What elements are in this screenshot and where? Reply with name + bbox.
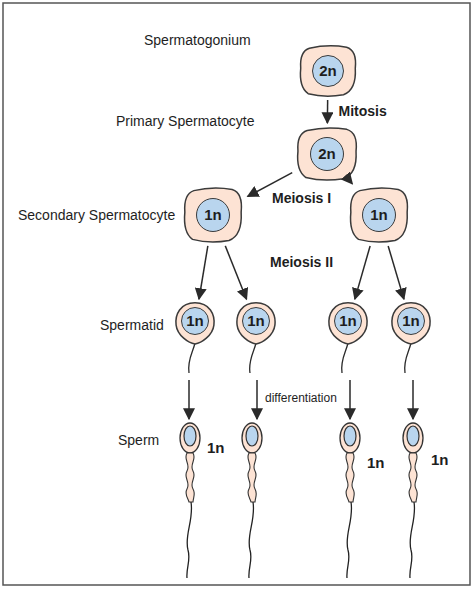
ploidy-label: 1n: [339, 313, 357, 329]
cell-membrane: [329, 303, 367, 344]
ploidy-label: 2n: [319, 63, 337, 79]
cell-nucleus: 1n: [196, 198, 230, 232]
arrow-connector: [388, 246, 404, 299]
ploidy-label: 1n: [370, 207, 388, 223]
ploidy-label: 1n: [247, 313, 265, 329]
ploidy-label: 1n: [431, 452, 449, 468]
cell-nucleus: 2n: [312, 55, 344, 87]
cell-membrane: [176, 303, 214, 344]
stage-label: Primary Spermatocyte: [116, 113, 254, 129]
differentiation-arrow: [188, 380, 190, 419]
spermatid-cell: 1n: [390, 302, 432, 344]
cell-nucleus: 1n: [334, 307, 362, 335]
cell-membrane: [237, 303, 275, 344]
ploidy-label: 1n: [204, 207, 222, 223]
spermatid-cell: 1n: [174, 302, 216, 344]
spermatogonium-cell: 2n: [297, 44, 359, 98]
differentiation-arrow: [349, 380, 351, 419]
spermatid-tail: [250, 343, 256, 373]
differentiation-arrow: [412, 380, 414, 419]
stage-label: Spermatogonium: [144, 32, 251, 48]
arrow-connector: [351, 183, 353, 185]
spermatid-cell: 1n: [327, 302, 369, 344]
process-label: Meiosis I: [272, 190, 331, 206]
spermatid-cell: 1n: [235, 302, 277, 344]
secondary-spermatocyte-cell: 1n: [181, 186, 245, 244]
cell-membrane: [298, 128, 357, 180]
cell-nucleus: 1n: [181, 307, 209, 335]
differentiation-arrow: [256, 380, 258, 419]
cell-nucleus: 2n: [310, 137, 344, 171]
secondary-spermatocyte-cell: 1n: [347, 186, 411, 244]
sperm-cell: [180, 423, 200, 578]
cell-membrane: [351, 188, 408, 242]
spermatid-tail: [342, 343, 348, 373]
process-label: Meiosis II: [270, 254, 333, 270]
cell-membrane: [300, 46, 355, 96]
frame-border: [3, 3, 470, 585]
sperm-cell: [242, 423, 262, 578]
spermatid-tail: [189, 343, 195, 373]
ploidy-label: 1n: [186, 313, 204, 329]
arrow-connector: [355, 246, 370, 299]
cell-nucleus: 1n: [242, 307, 270, 335]
arrow-connector: [199, 246, 208, 299]
cell-nucleus: 1n: [397, 307, 425, 335]
process-label: differentiation: [265, 390, 337, 406]
arrow-connector: [327, 100, 329, 123]
sperm-cell: [403, 423, 423, 578]
stage-label: Secondary Spermatocyte: [18, 207, 175, 223]
cell-membrane: [392, 303, 430, 344]
edge-label: Mitosis: [339, 103, 387, 119]
ploidy-label: 1n: [207, 440, 225, 456]
arrow-connector: [225, 246, 246, 299]
cell-nucleus: 1n: [362, 198, 396, 232]
sperm-cell: [340, 423, 360, 578]
spermatid-tail: [405, 343, 411, 373]
primary-spermatocyte-cell: 2n: [294, 126, 360, 182]
stage-label: Sperm: [118, 432, 159, 448]
ploidy-label: 1n: [402, 313, 420, 329]
ploidy-label: 1n: [367, 455, 385, 471]
cell-membrane: [185, 188, 242, 242]
stage-label: Spermatid: [100, 317, 164, 333]
ploidy-label: 2n: [318, 146, 336, 162]
